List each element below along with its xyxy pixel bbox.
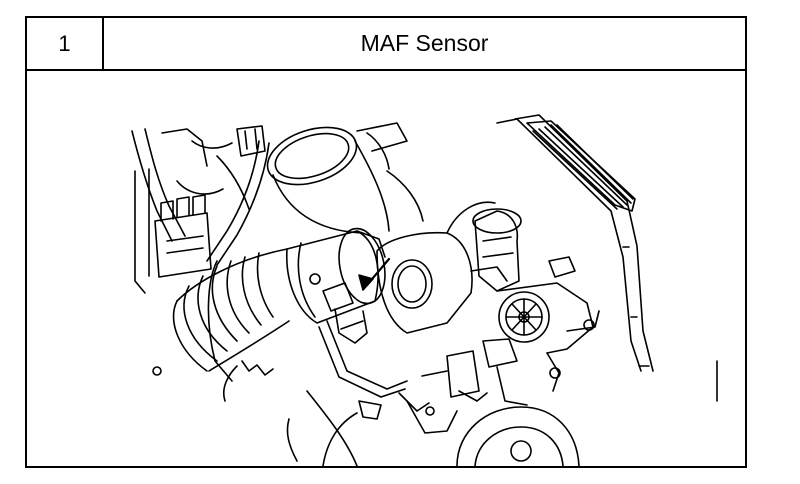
intake-tube <box>266 122 424 234</box>
lower-pipes <box>318 320 561 434</box>
blower-wheel <box>496 256 600 354</box>
intake-boot <box>172 248 290 402</box>
step-title: MAF Sensor <box>360 30 489 56</box>
procedure-table: 1 MAF Sensor <box>25 16 747 468</box>
throttle-body <box>376 201 508 334</box>
left-hoses <box>131 125 270 294</box>
maf-sensor-body <box>286 227 386 344</box>
maf-sensor-line-drawing <box>131 114 718 466</box>
table-header-row: 1 MAF Sensor <box>27 18 745 71</box>
bottom-round-part <box>152 366 580 466</box>
idle-air-valve <box>472 208 522 292</box>
engine-bay-illustration <box>27 71 745 466</box>
wiring-connector <box>154 194 212 278</box>
step-number: 1 <box>27 18 104 69</box>
radiator-panel <box>496 114 718 402</box>
